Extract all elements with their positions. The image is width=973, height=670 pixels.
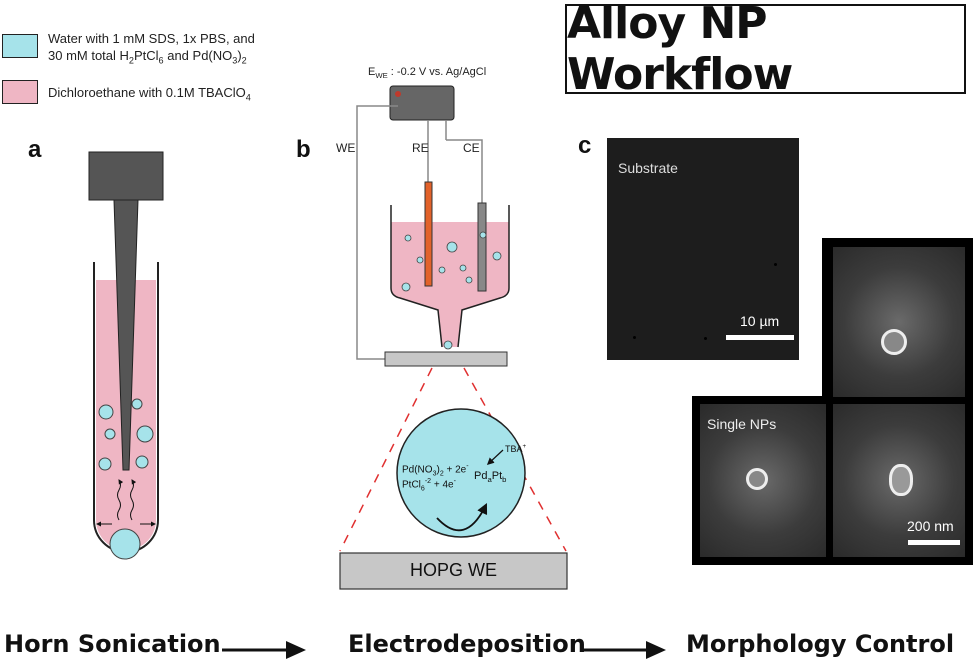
legend-water-text: Water with 1 mM SDS, 1x PBS, and 30 mM t… — [48, 30, 255, 70]
electrodeposition-illustration — [339, 85, 568, 590]
scale-bar-label-200nm: 200 nm — [907, 518, 954, 534]
sem-defect — [704, 337, 707, 340]
we-wire — [356, 105, 398, 360]
aqueous-droplet — [98, 457, 112, 471]
sem-defect — [633, 336, 636, 339]
scale-bar-200nm — [908, 540, 960, 545]
sem-defect — [774, 263, 777, 266]
re-label: RE — [412, 141, 429, 155]
ce-label: CE — [463, 141, 480, 155]
workflow-step-sonication: Horn Sonication — [4, 630, 221, 658]
working-electrode — [384, 351, 508, 367]
potentiostat-light — [395, 91, 401, 97]
workflow-step-morphology: Morphology Control — [686, 630, 955, 658]
potentiostat — [389, 85, 455, 121]
substrate-label: Substrate — [618, 160, 678, 176]
horn-probe — [113, 199, 139, 471]
aqueous-droplet — [109, 528, 141, 560]
wavy-arrow — [117, 479, 124, 521]
aqueous-droplet — [438, 266, 446, 274]
hopg-label: HOPG WE — [409, 560, 497, 580]
reference-electrode — [424, 181, 433, 287]
substrate-sem-image — [607, 138, 799, 360]
workflow-arrow — [222, 641, 306, 659]
legend-water-line1: Water with 1 mM SDS, 1x PBS, and — [48, 31, 255, 46]
panel-a-label: a — [28, 136, 42, 163]
single-nps-label: Single NPs — [707, 416, 777, 432]
aqueous-droplet — [459, 264, 467, 272]
reaction-line-2: PtCl6-2 + 4e- — [402, 478, 456, 493]
aqueous-droplet — [136, 425, 154, 443]
legend-organic-text: Dichloroethane with 0.1M TBAClO4 — [48, 85, 251, 103]
legend-water-line2: 30 mM total H2PtCl6 and Pd(NO3)2 — [48, 48, 247, 66]
nanoparticle — [889, 464, 913, 496]
wavy-arrow — [130, 479, 137, 521]
workflow-step-electrodeposition: Electrodeposition — [348, 630, 586, 658]
hopg-electrode — [339, 552, 568, 590]
horn-head — [88, 151, 164, 201]
aqueous-droplet — [446, 241, 458, 253]
aqueous-droplet — [479, 231, 487, 239]
aqueous-droplet — [492, 251, 502, 261]
scale-bar-label-10um: 10 µm — [740, 313, 780, 329]
zoom-line — [339, 367, 433, 552]
cell-wall — [390, 205, 510, 348]
tba-pointer — [486, 449, 504, 465]
ce-wire — [446, 139, 483, 203]
zoomed-droplet — [396, 408, 526, 538]
nanoparticle — [746, 468, 768, 490]
scale-bar-10um — [726, 335, 794, 340]
legend-organic-swatch — [2, 80, 38, 104]
aqueous-droplet — [131, 398, 143, 410]
panel-c-label: c — [578, 132, 592, 159]
single-np-sem-image — [700, 404, 826, 557]
aqueous-droplet — [465, 276, 473, 284]
nanoparticle — [881, 329, 907, 355]
aqueous-droplet — [135, 455, 149, 469]
aqueous-droplet — [104, 428, 116, 440]
horn-sonication-illustration — [88, 151, 164, 560]
aqueous-droplet — [443, 340, 453, 350]
aqueous-droplet — [401, 282, 411, 292]
workflow-arrow — [582, 641, 666, 659]
reaction-arrow — [436, 503, 488, 532]
we-label: WE — [336, 141, 356, 155]
product-label: PdaPtb — [474, 470, 507, 485]
potential-label: EWE : -0.2 V vs. Ag/AgCl — [368, 66, 487, 81]
tba-label: TBA+ — [505, 443, 527, 454]
np-sem-image — [833, 247, 965, 397]
panel-b-label: b — [296, 136, 311, 163]
reaction-line-1: Pd(NO3)2 + 2e- — [402, 463, 469, 478]
aqueous-droplet — [404, 234, 412, 242]
page-title: Alloy NP Workflow — [565, 0, 966, 100]
aqueous-droplet — [98, 404, 114, 420]
np-sem-image — [833, 404, 965, 557]
counter-electrode — [477, 202, 487, 292]
aqueous-droplet — [416, 256, 424, 264]
legend-water-swatch — [2, 34, 38, 58]
